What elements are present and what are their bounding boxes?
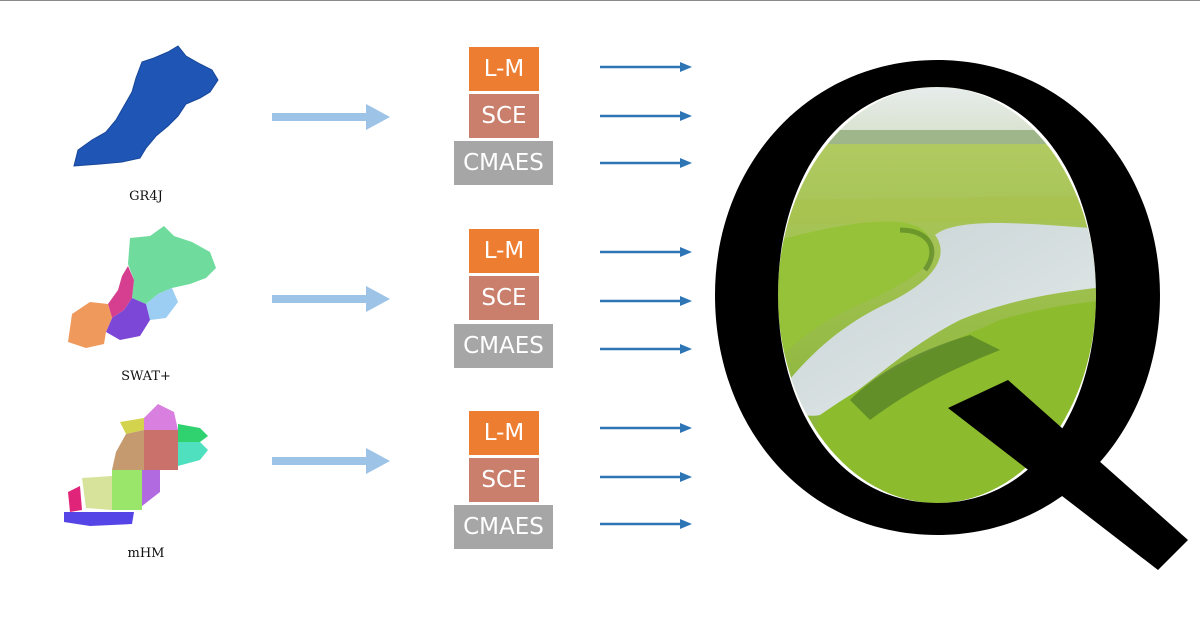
algo-lm-box-2: L-M: [469, 229, 539, 273]
big-arrow-2: [272, 286, 390, 312]
big-arrow-3: [272, 448, 390, 474]
gr4j-basin-map: [50, 40, 240, 190]
model-label-swat: SWAT+: [121, 369, 171, 384]
algo-cmaes-box-1: CMAES: [454, 141, 553, 185]
algo-cmaes-box-3: CMAES: [454, 505, 553, 549]
big-arrow-1: [272, 104, 390, 130]
algo-lm-box-1: L-M: [469, 47, 539, 91]
small-arrow-7: [600, 423, 692, 433]
algo-sce-box-2: SCE: [469, 276, 539, 320]
small-arrow-8: [600, 472, 692, 482]
top-border-line: [0, 0, 1200, 1]
small-arrow-1: [600, 62, 692, 72]
small-arrow-5: [600, 296, 692, 306]
model-label-mhm: mHM: [127, 546, 165, 561]
algo-sce-box-3: SCE: [469, 458, 539, 502]
model-label-gr4j: GR4J: [129, 189, 163, 204]
small-arrow-9: [600, 519, 692, 529]
small-arrow-4: [600, 247, 692, 257]
mhm-basin-map: [50, 400, 240, 550]
small-arrow-6: [600, 344, 692, 354]
algo-cmaes-box-2: CMAES: [454, 324, 553, 368]
small-arrow-3: [600, 158, 692, 168]
small-arrow-2: [600, 111, 692, 121]
swat-basin-map: [50, 222, 240, 372]
q-discharge-symbol: [700, 20, 1200, 620]
algo-sce-box-1: SCE: [469, 94, 539, 138]
algo-lm-box-3: L-M: [469, 411, 539, 455]
